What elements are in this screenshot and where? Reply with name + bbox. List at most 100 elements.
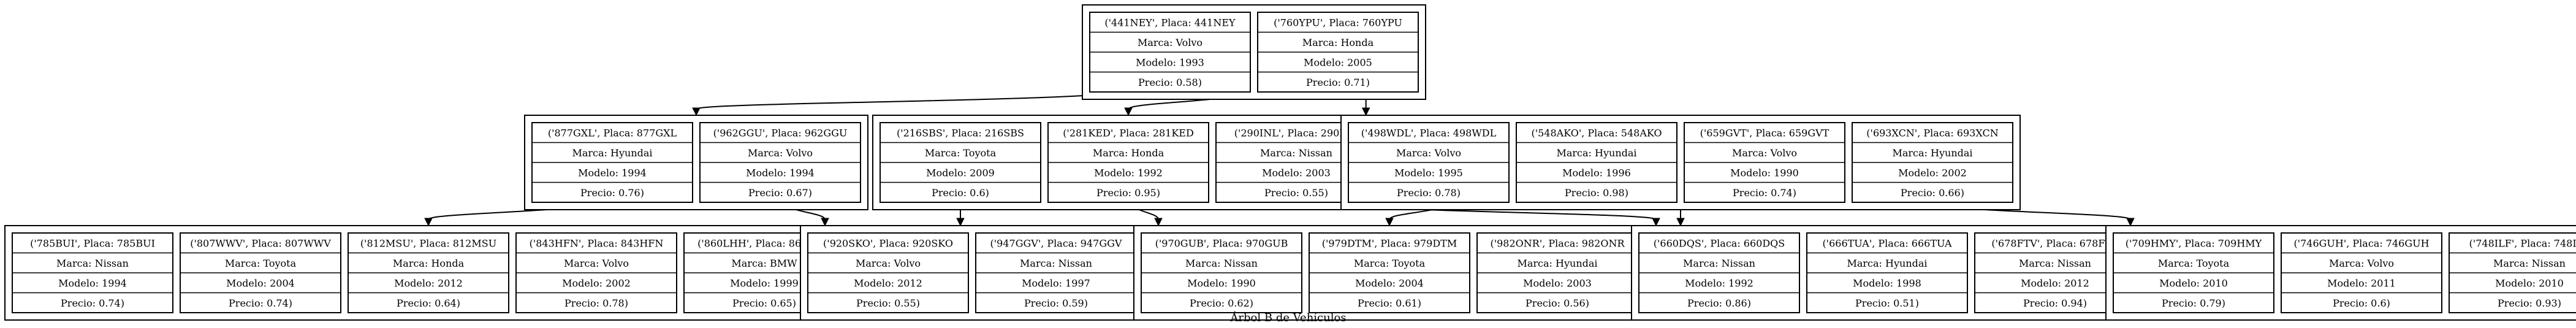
record-precio: Precio: 0.64) [397, 297, 460, 309]
edge-arrowhead [1361, 107, 1370, 116]
record-modelo: Modelo: 2012 [854, 277, 922, 289]
record-cell: ('982ONR', Placa: 982ONR Marca: HyundaiMo… [1476, 232, 1638, 313]
record-precio: Precio: 0.62) [1190, 297, 1253, 309]
record-marca: Marca: Honda [1302, 37, 1374, 48]
record-marca: Marca: Honda [1093, 147, 1165, 159]
record-modelo: Modelo: 1993 [1136, 56, 1204, 68]
record-modelo: Modelo: 2012 [394, 277, 463, 289]
record-modelo: Modelo: 1990 [1187, 277, 1256, 289]
record-marca: Marca: Nissan [1185, 257, 1258, 269]
record-precio: Precio: 0.78) [564, 297, 628, 309]
record-cell: ('441NEY', Placa: 441NEY Marca: VolvoMode… [1089, 12, 1251, 93]
record-modelo: Modelo: 1992 [1685, 277, 1753, 289]
record-precio: Precio: 0.6) [932, 187, 989, 199]
record-precio: Precio: 0.79) [2162, 297, 2225, 309]
record-precio: Precio: 0.56) [1525, 297, 1589, 309]
record-key: ('498WDL', Placa: 498WDL [1361, 127, 1497, 139]
record-marca: Marca: Nissan [1020, 257, 1092, 269]
record-marca: Marca: Toyota [1354, 257, 1426, 269]
record-precio: Precio: 0.6) [2333, 297, 2390, 309]
record-precio: Precio: 0.55) [1264, 187, 1328, 199]
record-key: ('807WWV', Placa: 807WWV [190, 237, 331, 249]
record-cell: ('693XCN', Placa: 693XCN Marca: HyundaiMo… [1852, 122, 2013, 203]
record-modelo: Modelo: 1994 [58, 277, 127, 289]
record-modelo: Modelo: 1990 [1730, 167, 1799, 178]
record-cell: ('709HMY', Placa: 709HMY Marca: ToyotaMod… [2113, 232, 2274, 313]
record-marca: Marca: Hyundai [1517, 257, 1597, 269]
record-modelo: Modelo: 2010 [2159, 277, 2228, 289]
record-key: ('441NEY', Placa: 441NEY [1104, 17, 1236, 28]
record-modelo: Modelo: 2002 [1898, 167, 1967, 178]
record-key: ('216SBS', Placa: 216SBS [897, 127, 1024, 139]
edge-arrowhead [1124, 107, 1133, 116]
record-key: ('877GXL', Placa: 877GXL [548, 127, 677, 139]
record-marca: Marca: Volvo [1732, 147, 1797, 159]
record-key: ('693XCN', Placa: 693XCN [1866, 127, 1998, 139]
edge-arrowhead [1154, 218, 1163, 227]
record-marca: Marca: Nissan [56, 257, 129, 269]
edge-arrowhead [1652, 218, 1660, 227]
record-key: ('920SKO', Placa: 920SKO [823, 237, 953, 249]
record-marca: Marca: Hyundai [572, 147, 652, 159]
edge-arrowhead [956, 218, 965, 227]
edge-arrowhead [821, 218, 829, 227]
record-precio: Precio: 0.66) [1901, 187, 1964, 199]
record-precio: Precio: 0.55) [856, 297, 920, 309]
record-key: ('666TUA', Placa: 666TUA [1822, 237, 1952, 249]
record-modelo: Modelo: 1998 [1853, 277, 1921, 289]
record-modelo: Modelo: 1992 [1094, 167, 1163, 178]
record-key: ('860LHH', Placa: 860LHH [697, 237, 831, 249]
record-key: ('709HMY', Placa: 709HMY [2126, 237, 2262, 249]
record-key: ('785BUI', Placa: 785BUI [30, 237, 155, 249]
record-modelo: Modelo: 2004 [226, 277, 295, 289]
tree-edge [696, 88, 1143, 110]
record-marca: Marca: Hyundai [1892, 147, 1972, 159]
diagram-caption: Árbol B de Vehículos [1229, 310, 1346, 324]
record-marca: Marca: Toyota [225, 257, 297, 269]
record-precio: Precio: 0.93) [2498, 297, 2561, 309]
record-modelo: Modelo: 2003 [1262, 167, 1331, 178]
record-marca: Marca: Hyundai [1847, 257, 1927, 269]
record-cell: ('666TUA', Placa: 666TUA Marca: HyundaiMo… [1806, 232, 1968, 313]
record-key: ('678FTV', Placa: 678FTV [1991, 237, 2119, 249]
record-precio: Precio: 0.74) [1733, 187, 1796, 199]
record-precio: Precio: 0.71) [1306, 77, 1370, 88]
tree-node: ('498WDL', Placa: 498WDL Marca: VolvoMode… [1340, 115, 2021, 210]
record-marca: Marca: Hyundai [1556, 147, 1636, 159]
record-marca: Marca: Volvo [1138, 37, 1203, 48]
edge-arrowhead [1676, 218, 1685, 227]
record-marca: Marca: Nissan [2019, 257, 2091, 269]
record-marca: Marca: Toyota [2158, 257, 2230, 269]
record-marca: Marca: Volvo [564, 257, 629, 269]
record-precio: Precio: 0.86) [1687, 297, 1751, 309]
record-cell: ('807WWV', Placa: 807WWV Marca: ToyotaMod… [180, 232, 341, 313]
record-precio: Precio: 0.61) [1358, 297, 1421, 309]
record-key: ('979DTM', Placa: 979DTM [1322, 237, 1457, 249]
record-key: ('982ONR', Placa: 982ONR [1490, 237, 1625, 249]
record-modelo: Modelo: 2002 [562, 277, 631, 289]
record-marca: Marca: Volvo [748, 147, 813, 159]
record-precio: Precio: 0.78) [1397, 187, 1461, 199]
record-modelo: Modelo: 2011 [2327, 277, 2396, 289]
record-precio: Precio: 0.65) [732, 297, 796, 309]
record-modelo: Modelo: 2003 [1523, 277, 1592, 289]
